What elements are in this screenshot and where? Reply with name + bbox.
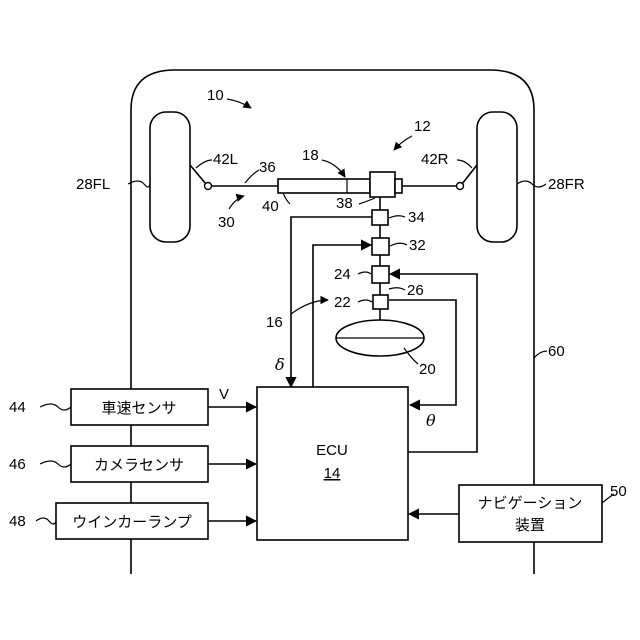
angle-sensor-box-22 [373,295,388,309]
signal-v: V [219,386,229,403]
leader-12 [394,136,412,150]
leader-42R [457,160,472,168]
knuckle-arm-right [462,165,477,184]
steering-path-16-arrow [291,300,328,314]
signal-delta: δ [275,355,285,374]
leader-38 [359,198,375,204]
knuckle-joint-left [205,183,212,190]
leader-26 [389,288,405,290]
leader-42L [196,160,212,168]
leader-46 [40,461,71,467]
ecu-number: 14 [324,465,341,482]
ref-44: 44 [9,399,26,416]
navigation-label-line1: ナビゲーション [478,494,583,512]
ref-40: 40 [262,198,279,215]
knuckle-arm-left [190,165,206,184]
ecu-box [257,387,408,540]
ref-42R: 42R [421,151,449,168]
ref-46: 46 [9,456,26,473]
wheel-front-left [150,112,190,242]
ref-20: 20 [419,361,436,378]
leader-22 [358,300,372,302]
leader-34 [389,216,405,218]
leader-32 [390,243,407,246]
ref-36: 36 [259,159,276,176]
ref-30: 30 [218,214,235,231]
rack-right-stub [395,179,402,193]
ref-24: 24 [334,266,351,283]
ref-10: 10 [207,87,224,104]
signal-theta: θ [426,411,436,430]
ref-50: 50 [610,483,627,500]
speed-sensor-label: 車速センサ [101,399,176,417]
ecu-label: ECU [316,442,348,459]
sensor-box-32 [372,238,389,255]
ref-16: 16 [266,314,283,331]
ref-34: 34 [408,209,425,226]
ref-60: 60 [548,343,565,360]
ref-38: 38 [336,195,353,212]
leader-30 [229,196,244,209]
actuator-gear-box [370,172,395,197]
motor-box-24 [372,266,389,283]
signal-line-delta [291,217,372,387]
leader-60 [534,351,547,358]
camera-sensor-label: カメラセンサ [94,456,184,474]
leader-40 [283,193,290,204]
ref-32: 32 [409,237,426,254]
leader-18 [322,160,345,177]
blinker-label: ウインカーランプ [72,513,192,531]
ref-12: 12 [414,118,431,135]
ref-26: 26 [407,282,424,299]
ref-48: 48 [9,513,26,530]
ref-18: 18 [302,147,319,164]
leader-44 [40,404,71,410]
ref-28FL: 28FL [76,176,110,193]
wheel-front-right [477,112,517,242]
navigation-label-line2: 装置 [515,516,545,534]
sensor-box-34 [372,210,388,225]
knuckle-joint-right [457,183,464,190]
ref-22: 22 [334,294,351,311]
leader-36 [245,170,259,183]
ref-28FR: 28FR [548,176,585,193]
leader-24 [358,272,371,274]
rack-housing [278,179,370,193]
leader-48 [36,518,56,524]
leader-28FR [517,181,546,187]
ref-42L: 42L [213,151,238,168]
leader-10 [227,99,251,108]
